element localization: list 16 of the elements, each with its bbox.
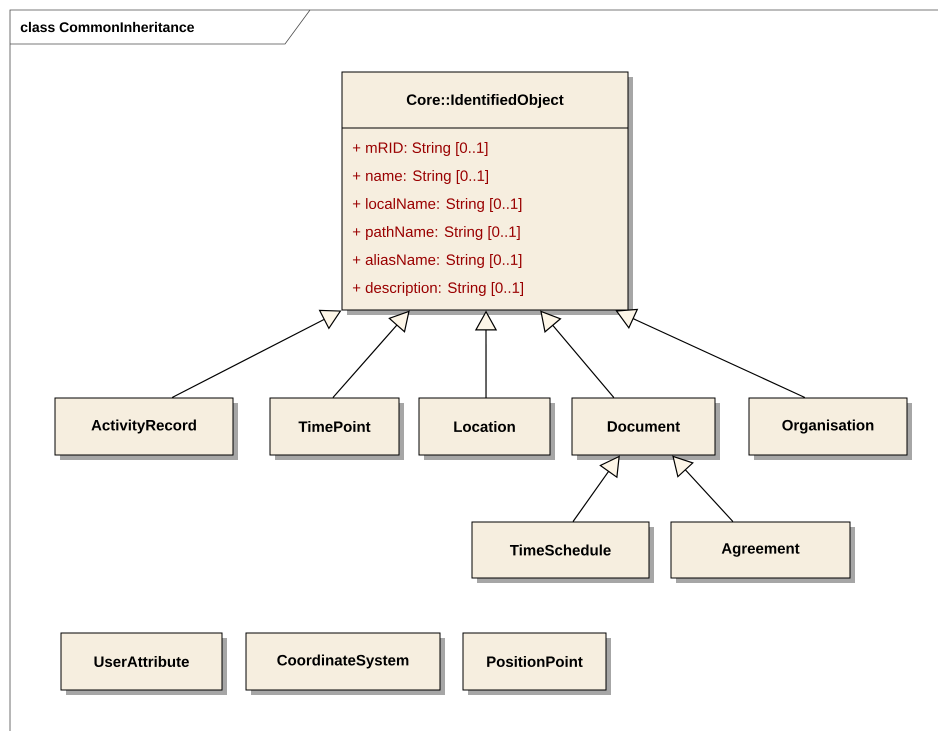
class-box: Core::IdentifiedObject + mRID: String [0..1] + name: String [0..1] + localName: String [0..1] + pathName: String [0..1] + aliasName: String [0..1] + description: String [0..1] (342, 72, 633, 315)
class-box: Organisation (748, 398, 912, 460)
frame-title: class CommonInheritance (10, 10, 310, 44)
generalization-arrow (540, 310, 614, 398)
class-box: TimePoint (270, 398, 404, 460)
class-box: Agreement (670, 522, 855, 583)
generalization-arrow (672, 456, 734, 522)
generalization-arrow (572, 456, 620, 522)
class-box: TimeSchedule (472, 522, 654, 583)
class-box: Document (572, 398, 720, 460)
class-box: CoordinateSystem (246, 632, 445, 695)
class-box: Location (418, 398, 555, 460)
class-box: ActivityRecord (54, 398, 238, 460)
class-box: UserAttribute (60, 632, 227, 695)
class-box: PositionPoint (462, 632, 611, 695)
generalization-arrow (332, 310, 410, 398)
